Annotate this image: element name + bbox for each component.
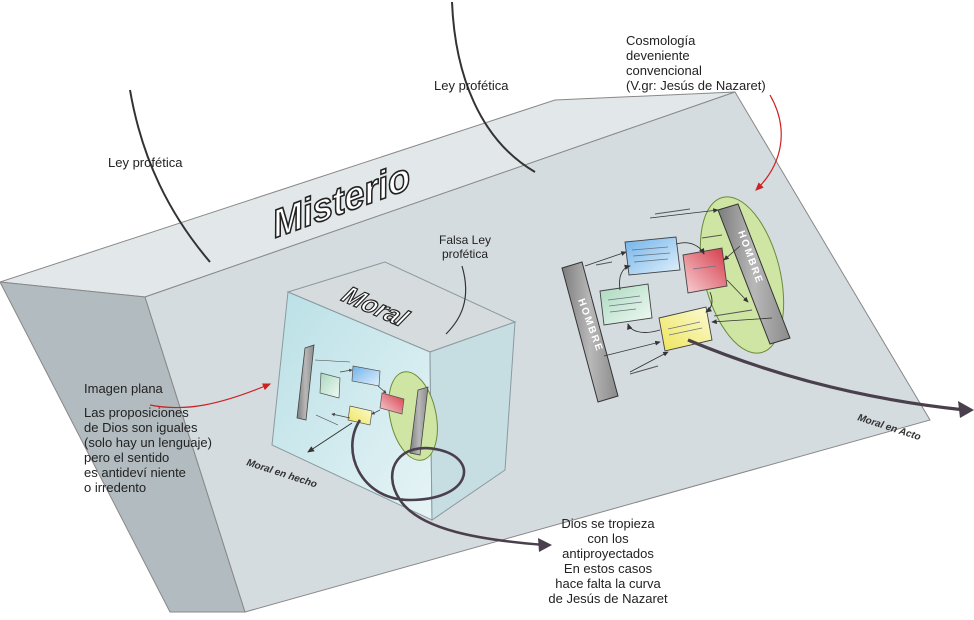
dios-tropieza-line-6: de Jesús de Nazaret [548, 591, 668, 606]
arrow-yellow-to-green [627, 323, 661, 333]
imagen-plana-line-6: o irredento [84, 480, 147, 495]
small-arrow-3 [371, 409, 381, 415]
dios-tropieza-arrowhead [538, 538, 552, 552]
box-text-lines [607, 246, 717, 336]
arrow-green-to-blue [619, 264, 631, 291]
box-yellow [658, 306, 713, 352]
dios-tropieza-line-2: con los [587, 531, 629, 546]
small-arrow-2 [377, 385, 387, 394]
dios-tropieza-line-4: En estos casos [563, 561, 653, 576]
imagen-plana-line-4: pero el sentido [84, 450, 170, 465]
small-arrow-4 [331, 412, 351, 419]
dios-tropieza-line-1: Dios se tropieza [561, 516, 655, 531]
arrow-left-pillar-to-blue [584, 251, 627, 267]
pillar-hombre-left [561, 261, 619, 403]
pillar-hombre-right [717, 203, 791, 345]
arrow-right-pillar-to-yellow [711, 317, 773, 325]
imagen-plana-line-1: Las proposiciones [84, 405, 189, 420]
arrow-blue-to-red [675, 242, 705, 255]
imagen-plana-line-5: es antideví niente [84, 465, 186, 480]
cosmologia-line-4: (V.gr: Jesús de Nazaret) [626, 78, 766, 93]
falsa-ley-line-1: Falsa Ley [439, 233, 492, 247]
moral-en-acto-arrow [687, 338, 966, 412]
small-box-blue [351, 365, 381, 387]
imagen-plana-note: Imagen plana Las proposiciones de Dios s… [84, 381, 212, 495]
large-flow-diagram [561, 196, 791, 403]
small-box-red [379, 392, 405, 415]
arrow-right-pillar-to-red [723, 245, 741, 261]
cosmologia-line-3: convencional [626, 63, 702, 78]
cosmologia-red-arrow [755, 94, 782, 191]
small-box-yellow [347, 405, 373, 426]
arrow-left-pillar-to-yellow [603, 340, 661, 357]
imagen-plana-title: Imagen plana [84, 381, 163, 396]
arrow-red-to-right-pillar [726, 279, 749, 303]
ley-profetica-right-label: Ley profética [434, 78, 509, 93]
dios-tropieza-loop [351, 419, 546, 547]
imagen-plana-line-2: de Dios son iguales [84, 420, 198, 435]
small-pillar-left [296, 344, 315, 421]
dios-tropieza-line-3: antiproyectados [562, 546, 654, 561]
cosmologia-line-1: Cosmología [626, 33, 696, 48]
dios-tropieza-line-5: hace falta la curva [555, 576, 661, 591]
cosmologia-note: Cosmología deveniente convencional (V.gr… [626, 33, 766, 93]
imagen-plana-line-3: (solo hay un lenguaje) [84, 435, 212, 450]
moral-en-acto-arrowhead [958, 401, 974, 418]
ley-profetica-curve-left [129, 89, 211, 263]
box-blue [624, 236, 681, 276]
box-green [599, 283, 653, 326]
ley-profetica-curve-right [451, 1, 536, 173]
box-red [682, 247, 728, 294]
falsa-ley-note: Falsa Ley profética [439, 233, 491, 261]
small-box-green [319, 372, 341, 399]
small-diagonal-arrow [307, 422, 353, 453]
arrow-top-to-right-pillar [649, 208, 719, 219]
cube-right-face [429, 321, 516, 521]
ley-profetica-left-label: Ley profética [108, 155, 183, 170]
falsa-ley-line-2: profética [442, 247, 489, 261]
falsa-ley-pointer [445, 265, 467, 335]
imagen-plana-red-arrow [149, 383, 272, 409]
dios-tropieza-note: Dios se tropieza con los antiproyectados… [528, 516, 688, 606]
small-arrow-5 [314, 359, 351, 363]
small-pillar-right [409, 386, 429, 456]
small-arrow-1 [339, 368, 353, 373]
cosmologia-line-2: deveniente [626, 48, 690, 63]
tiny-label-lines [595, 208, 753, 375]
arrow-red-to-yellow [705, 291, 713, 313]
small-flow-diagram [296, 344, 438, 461]
small-arrow-6 [315, 414, 339, 426]
arrow-bottom-to-yellow [629, 351, 669, 373]
